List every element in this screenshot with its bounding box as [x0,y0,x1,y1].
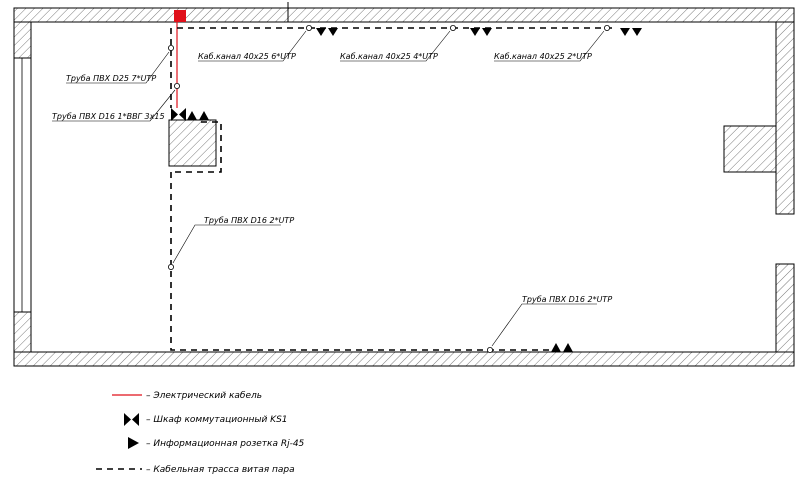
label-channel-6utp: Каб.канал 40х25 6*UTP [198,52,296,61]
leaders [52,30,605,347]
node-pipe-16-vvg [173,83,180,90]
socket-icon [187,111,197,120]
power-entry [174,10,186,22]
legend-cabinet-icon [124,413,139,426]
wall-right-pilaster [723,125,777,173]
legend: – Электрический кабель – Шкаф коммутацио… [96,391,305,475]
legend-socket-icon [128,437,139,449]
legend-socket-label: – Информационная розетка Rj-45 [146,439,305,449]
cabinet-ks1-icon [171,108,186,121]
legend-route-label: – Кабельная трасса витая пара [146,465,295,475]
label-pipe-25-7utp: Труба ПВХ D25 7*UTP [66,74,156,83]
sockets [187,28,642,352]
walls [13,2,795,367]
socket-icon [199,111,209,120]
wall-left-top [13,21,32,59]
wall-right-bottom [775,263,795,353]
node-channel-6 [305,24,312,31]
legend-cabinet-label: – Шкаф коммутационный KS1 [146,415,288,425]
junction-nodes [167,24,611,353]
wall-left-bottom [13,311,32,353]
socket-icon [551,343,561,352]
node-pipe-25 [167,45,174,52]
socket-icon [328,28,338,36]
wall-right-top [775,21,795,215]
node-pipe-16-bottom [486,346,493,353]
legend-electric-label: – Электрический кабель [146,391,262,401]
node-pipe-16-left [167,263,174,270]
node-channel-2 [604,24,611,31]
wall-bottom [13,351,795,367]
label-pipe-16-2utp-bottom: Труба ПВХ D16 2*UTP [522,295,612,304]
window-left [13,57,32,313]
socket-icon [482,28,492,36]
label-channel-2utp: Каб.канал 40х25 2*UTP [494,52,592,61]
node-channel-4 [449,24,456,31]
column [168,119,217,167]
socket-icon [632,28,642,36]
labels: Труба ПВХ D25 7*UTP Труба ПВХ D16 1*ВВГ … [52,52,612,304]
route-left-down [170,172,550,351]
route-column-loop [171,121,222,173]
socket-icon [563,343,573,352]
socket-icon [316,28,326,36]
socket-icon [620,28,630,36]
label-pipe-16-vvg: Труба ПВХ D16 1*ВВГ 3х15 [52,112,165,121]
label-pipe-16-2utp-left: Труба ПВХ D16 2*UTP [204,216,294,225]
wall-top [13,7,795,23]
socket-icon [470,28,480,36]
label-channel-4utp: Каб.канал 40х25 4*UTP [340,52,438,61]
